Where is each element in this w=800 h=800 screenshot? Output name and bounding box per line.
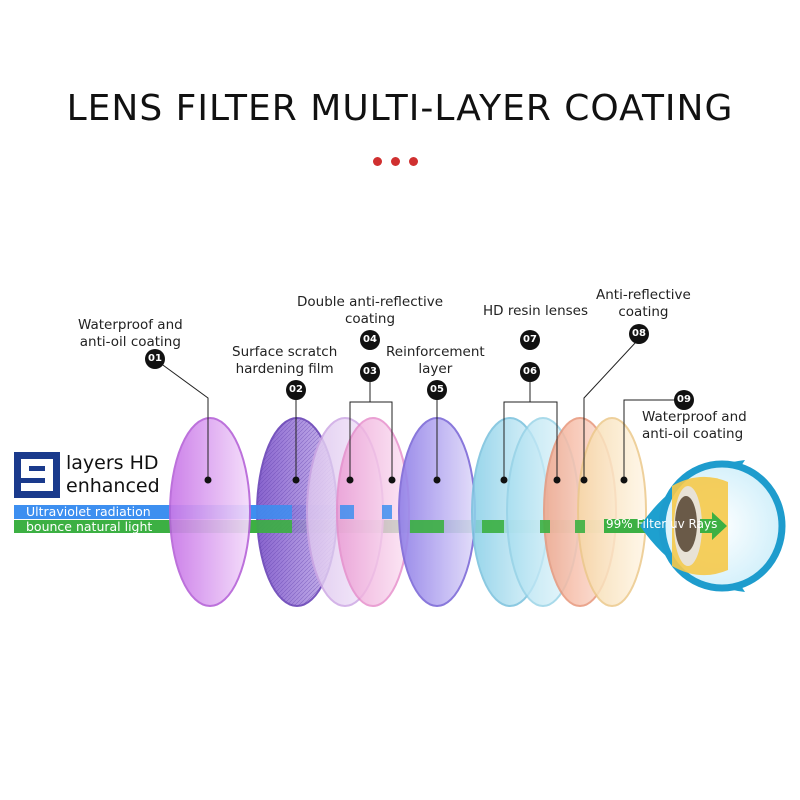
badge-06: 06 [520,362,540,382]
lens-layer-01 [169,417,251,607]
badge-07: 07 [520,330,540,350]
page-title: LENS FILTER MULTI-LAYER COATING [66,88,734,129]
badge-04: 04 [360,330,380,350]
badge-05: 05 [427,380,447,400]
badge-01: 01 [145,349,165,369]
badge-03: 03 [360,362,380,382]
natural-light-label: bounce natural light [26,519,153,534]
lens-layer-09 [577,417,647,607]
badge-02: 02 [286,380,306,400]
badge-09: 09 [674,390,694,410]
layers-text: layers HD enhanced [66,452,160,497]
accent-dots [373,151,427,166]
badge-08: 08 [629,324,649,344]
label-06-07: HD resin lenses [483,303,589,319]
uv-ray-label: Ultraviolet radiation [26,504,151,519]
filter-uv-label: 99% Filter uv Rays [606,517,718,531]
nine-logo-icon [14,452,60,498]
